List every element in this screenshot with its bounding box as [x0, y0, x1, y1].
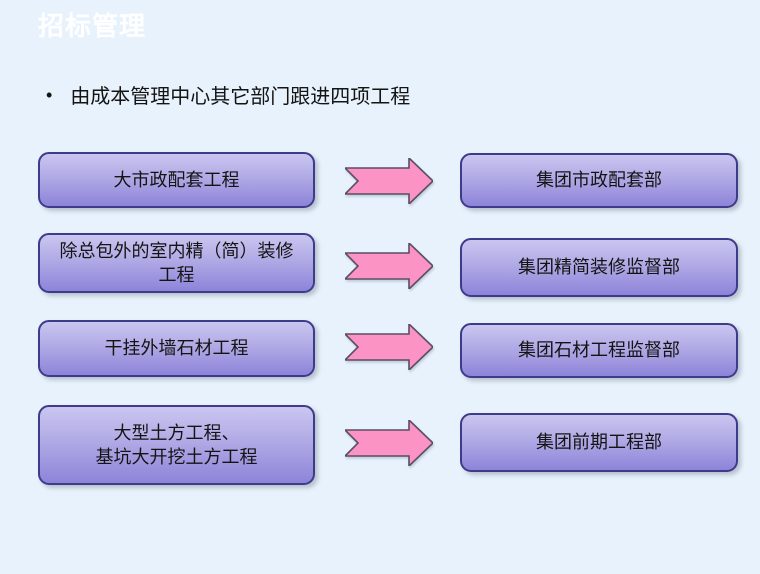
department-box-label: 集团市政配套部 [536, 170, 662, 191]
department-box-2: 集团精简装修监督部 [460, 238, 738, 297]
process-box-4: 大型土方工程、 基坑大开挖土方工程 [38, 405, 315, 485]
arrow-right-icon [345, 420, 433, 466]
process-box-label: 基坑大开挖土方工程 [95, 447, 258, 467]
department-box-3: 集团石材工程监督部 [460, 323, 738, 378]
process-box-label: 大型土方工程、 [113, 422, 240, 443]
page-title: 招标管理 [38, 11, 147, 41]
bullet-item: • 由成本管理中心其它部门跟进四项工程 [46, 80, 410, 109]
process-box-2: 除总包外的室内精（简）装修 工程 [38, 233, 315, 293]
department-box-1: 集团市政配套部 [460, 153, 738, 208]
department-box-4: 集团前期工程部 [460, 413, 738, 472]
arrow-right-icon [345, 243, 433, 289]
process-box-1: 大市政配套工程 [38, 152, 315, 208]
process-box-label: 大市政配套工程 [113, 169, 240, 190]
department-box-label: 集团前期工程部 [536, 432, 662, 453]
process-box-3: 干挂外墙石材工程 [38, 320, 315, 377]
process-box-label: 工程 [158, 265, 195, 285]
process-box-label: 除总包外的室内精（简）装修 [59, 240, 294, 261]
arrow-right-icon [345, 158, 433, 204]
bullet-text: 由成本管理中心其它部门跟进四项工程 [70, 86, 411, 108]
bullet-icon: • [46, 84, 53, 105]
department-box-label: 集团精简装修监督部 [518, 257, 680, 278]
process-box-label: 干挂外墙石材工程 [104, 338, 249, 359]
arrow-right-icon [345, 324, 433, 370]
department-box-label: 集团石材工程监督部 [518, 340, 680, 361]
